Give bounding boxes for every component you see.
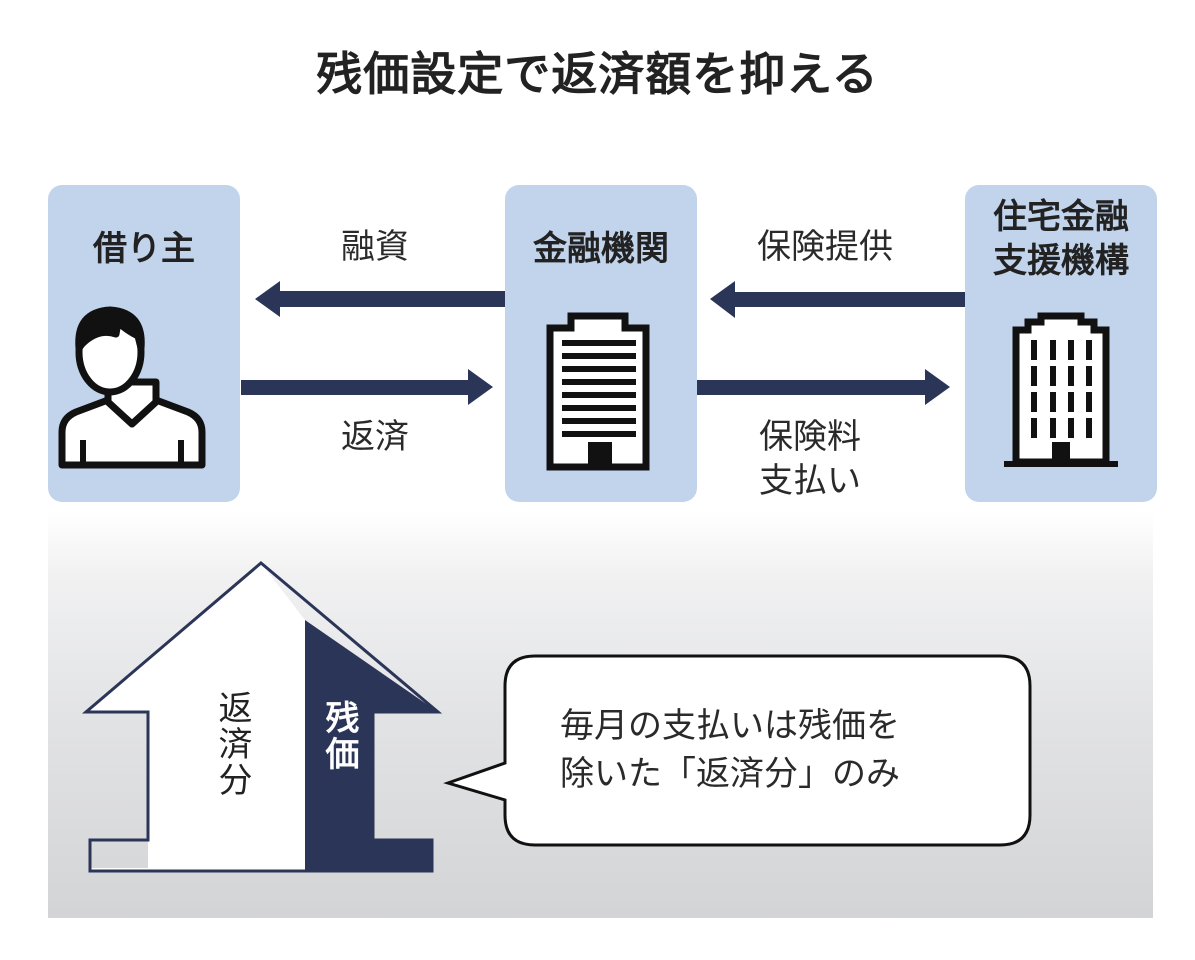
jhf-label-line2: 支援機構 — [993, 241, 1129, 281]
arrow-loan — [255, 281, 505, 317]
house-arrow-repayment-part — [86, 563, 305, 871]
callout-line2: 除いた「返済分」のみ — [560, 754, 900, 794]
diagram-title: 残価設定で返済額を抑える — [316, 47, 879, 101]
bank-building-icon — [546, 312, 650, 471]
flow-label-loan: 融資 — [341, 227, 409, 267]
arrow-insurance — [710, 281, 965, 318]
borrower-label: 借り主 — [93, 229, 195, 269]
person-icon — [58, 306, 206, 469]
bank-label: 金融機関 — [533, 229, 669, 269]
jhf-label-line1: 住宅金融 — [993, 197, 1129, 237]
callout-text: 毎月の支払いは残価を 除いた「返済分」のみ — [560, 702, 1010, 798]
flow-label-premium-line1: 保険料 — [759, 417, 861, 457]
flow-label-premium-line2: 支払い — [759, 461, 861, 501]
flow-label-insurance: 保険提供 — [757, 227, 893, 267]
house-arrow-repayment-label: 返済分 — [212, 690, 252, 798]
house-arrow — [81, 561, 443, 873]
arrow-repay — [241, 369, 493, 405]
callout-line1: 毎月の支払いは残価を — [560, 706, 900, 746]
flow-label-repay: 返済 — [341, 417, 409, 457]
arrow-premium — [697, 369, 950, 405]
callout-bubble — [443, 654, 1032, 847]
office-building-icon — [1004, 312, 1118, 467]
house-arrow-residual-label: 残価 — [319, 700, 359, 772]
